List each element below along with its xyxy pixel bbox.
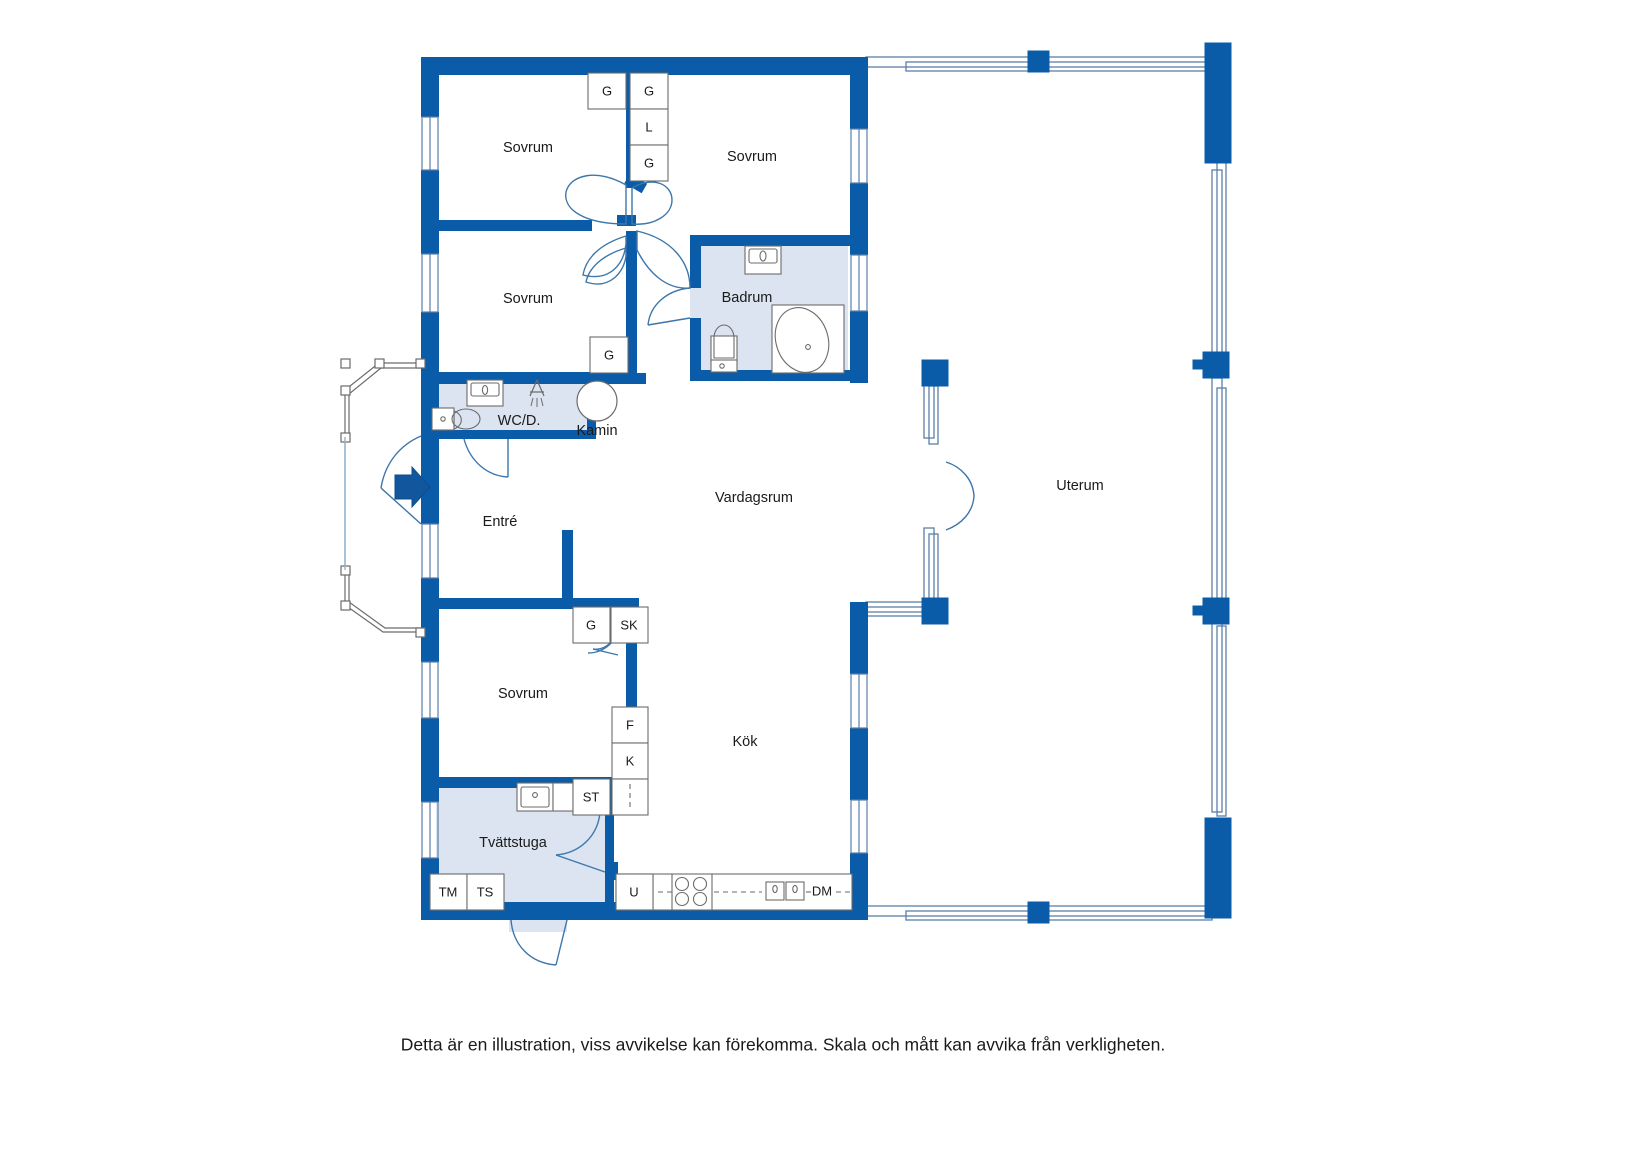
- room-label-entre: Entré: [483, 514, 518, 530]
- fixture-box-g-2: G: [629, 72, 669, 110]
- room-label-sovrum-sw: Sovrum: [498, 686, 548, 702]
- room-label-vardagsrum: Vardagsrum: [715, 490, 793, 506]
- fixture-box-sk-1: SK: [610, 606, 649, 644]
- entrance-arrow: [394, 465, 431, 509]
- fixture-box-label: F: [626, 717, 634, 732]
- fixture-box-g-5: G: [572, 606, 611, 644]
- fixture-box-label: U: [629, 884, 638, 899]
- fixture-box-g-3: G: [629, 144, 669, 182]
- fixture-box-label: TM: [439, 884, 458, 899]
- fixture-box-l-1: L: [629, 108, 669, 146]
- fixture-box-dm-1: DM: [812, 883, 832, 898]
- kamin-fireplace: [576, 380, 618, 422]
- wc-fixtures: [431, 379, 545, 431]
- room-labels: Sovrum Sovrum Sovrum Badrum WC/D. Kamin …: [479, 140, 1104, 851]
- fixture-box-g-1: G: [587, 72, 627, 110]
- room-label-sovrum-nv: Sovrum: [503, 140, 553, 156]
- room-label-tvattstuga: Tvättstuga: [479, 835, 548, 851]
- badrum-fixtures: [710, 245, 845, 374]
- tvattstuga-fixtures: [516, 782, 574, 812]
- exterior-windows: [421, 116, 868, 859]
- fixture-box-label: G: [602, 83, 612, 98]
- fixture-box-u-1: U: [615, 873, 654, 911]
- room-label-wc-d: WC/D.: [498, 413, 541, 429]
- room-label-kamin: Kamin: [576, 423, 617, 439]
- room-label-badrum: Badrum: [722, 290, 773, 306]
- fixture-box-label: ST: [583, 789, 600, 804]
- fixture-box-tm-1: TM: [429, 873, 468, 911]
- fixture-box-g-4: G: [589, 336, 629, 374]
- fixture-box-label: G: [644, 83, 654, 98]
- fixture-box-label: G: [586, 617, 596, 632]
- fixture-code-boxes: G G L G G G SK F K ST TM TS U DM: [429, 72, 832, 911]
- uterum-posts: [921, 42, 1232, 924]
- fixture-box-st-1: ST: [572, 778, 611, 816]
- room-label-sovrum-ne: Sovrum: [727, 149, 777, 165]
- fixture-box-label: L: [645, 119, 652, 134]
- room-label-sovrum-w: Sovrum: [503, 291, 553, 307]
- fixture-box-label: TS: [477, 884, 494, 899]
- fixture-box-ts-1: TS: [466, 873, 505, 911]
- fixture-box-f-1: F: [611, 706, 649, 744]
- room-label-uterum: Uterum: [1056, 478, 1104, 494]
- fixture-box-label: K: [626, 753, 635, 768]
- fixture-box-k-1: K: [611, 742, 649, 780]
- room-label-kok: Kök: [733, 734, 759, 750]
- illustration-disclaimer: Detta är en illustration, viss avvikelse…: [401, 1035, 1166, 1055]
- fixture-box-dishwasher: [611, 778, 649, 816]
- uterum-glazing: [859, 56, 1227, 921]
- fixture-box-label: G: [604, 347, 614, 362]
- fixture-box-label: G: [644, 155, 654, 170]
- fixture-box-label: DM: [812, 883, 832, 898]
- fixture-box-label: SK: [620, 617, 638, 632]
